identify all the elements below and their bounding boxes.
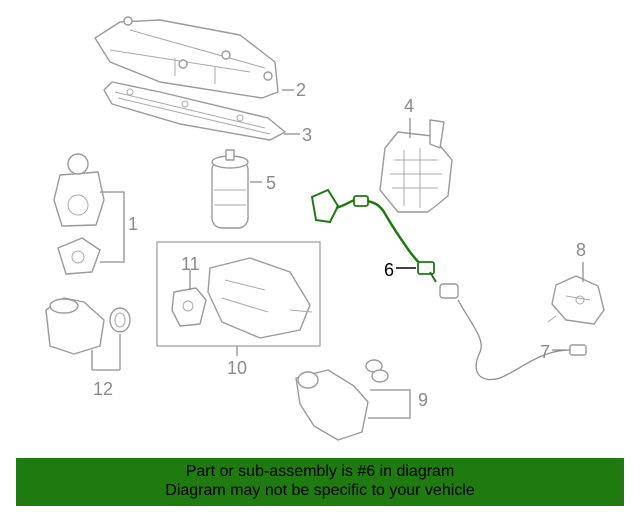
banner-line-1: Part or sub-assembly is #6 in diagram [185,463,455,480]
part-10-assembly-box[interactable] [156,241,321,347]
callout-9: 9 [418,390,428,410]
leader-lines [91,89,584,419]
banner-line-2: Diagram may not be specific to your vehi… [165,482,475,499]
callout-2: 2 [296,80,306,100]
part-9-valve[interactable] [295,359,389,441]
part-1-egr-valve[interactable] [53,153,105,275]
callout-12: 12 [93,379,113,399]
part-5-canister[interactable] [211,149,249,229]
callout-11: 11 [181,254,200,274]
callout-10: 10 [227,358,247,378]
callout-1: 1 [128,214,138,234]
part-3-gasket[interactable] [103,81,286,141]
part-4-cover[interactable] [379,119,453,213]
part-6-oxygen-sensor[interactable] [310,188,437,283]
part-12-sensor[interactable] [45,297,131,355]
callout-8: 8 [576,240,586,260]
callout-6: 6 [384,260,394,280]
callout-labels: 2 3 4 5 1 6 11 10 12 9 8 7 [93,80,586,410]
callout-4: 4 [404,96,414,116]
part-2-manifold-cover[interactable] [94,16,279,99]
part-8-bracket[interactable] [547,275,605,325]
info-banner: Part or sub-assembly is #6 in diagram Di… [16,458,624,506]
callout-3: 3 [302,125,312,145]
callout-5: 5 [266,173,276,193]
callout-7: 7 [540,342,550,362]
part-7-sensor[interactable] [439,283,587,381]
parts-diagram: 2 3 4 5 1 6 11 10 12 9 8 7 [45,16,605,441]
